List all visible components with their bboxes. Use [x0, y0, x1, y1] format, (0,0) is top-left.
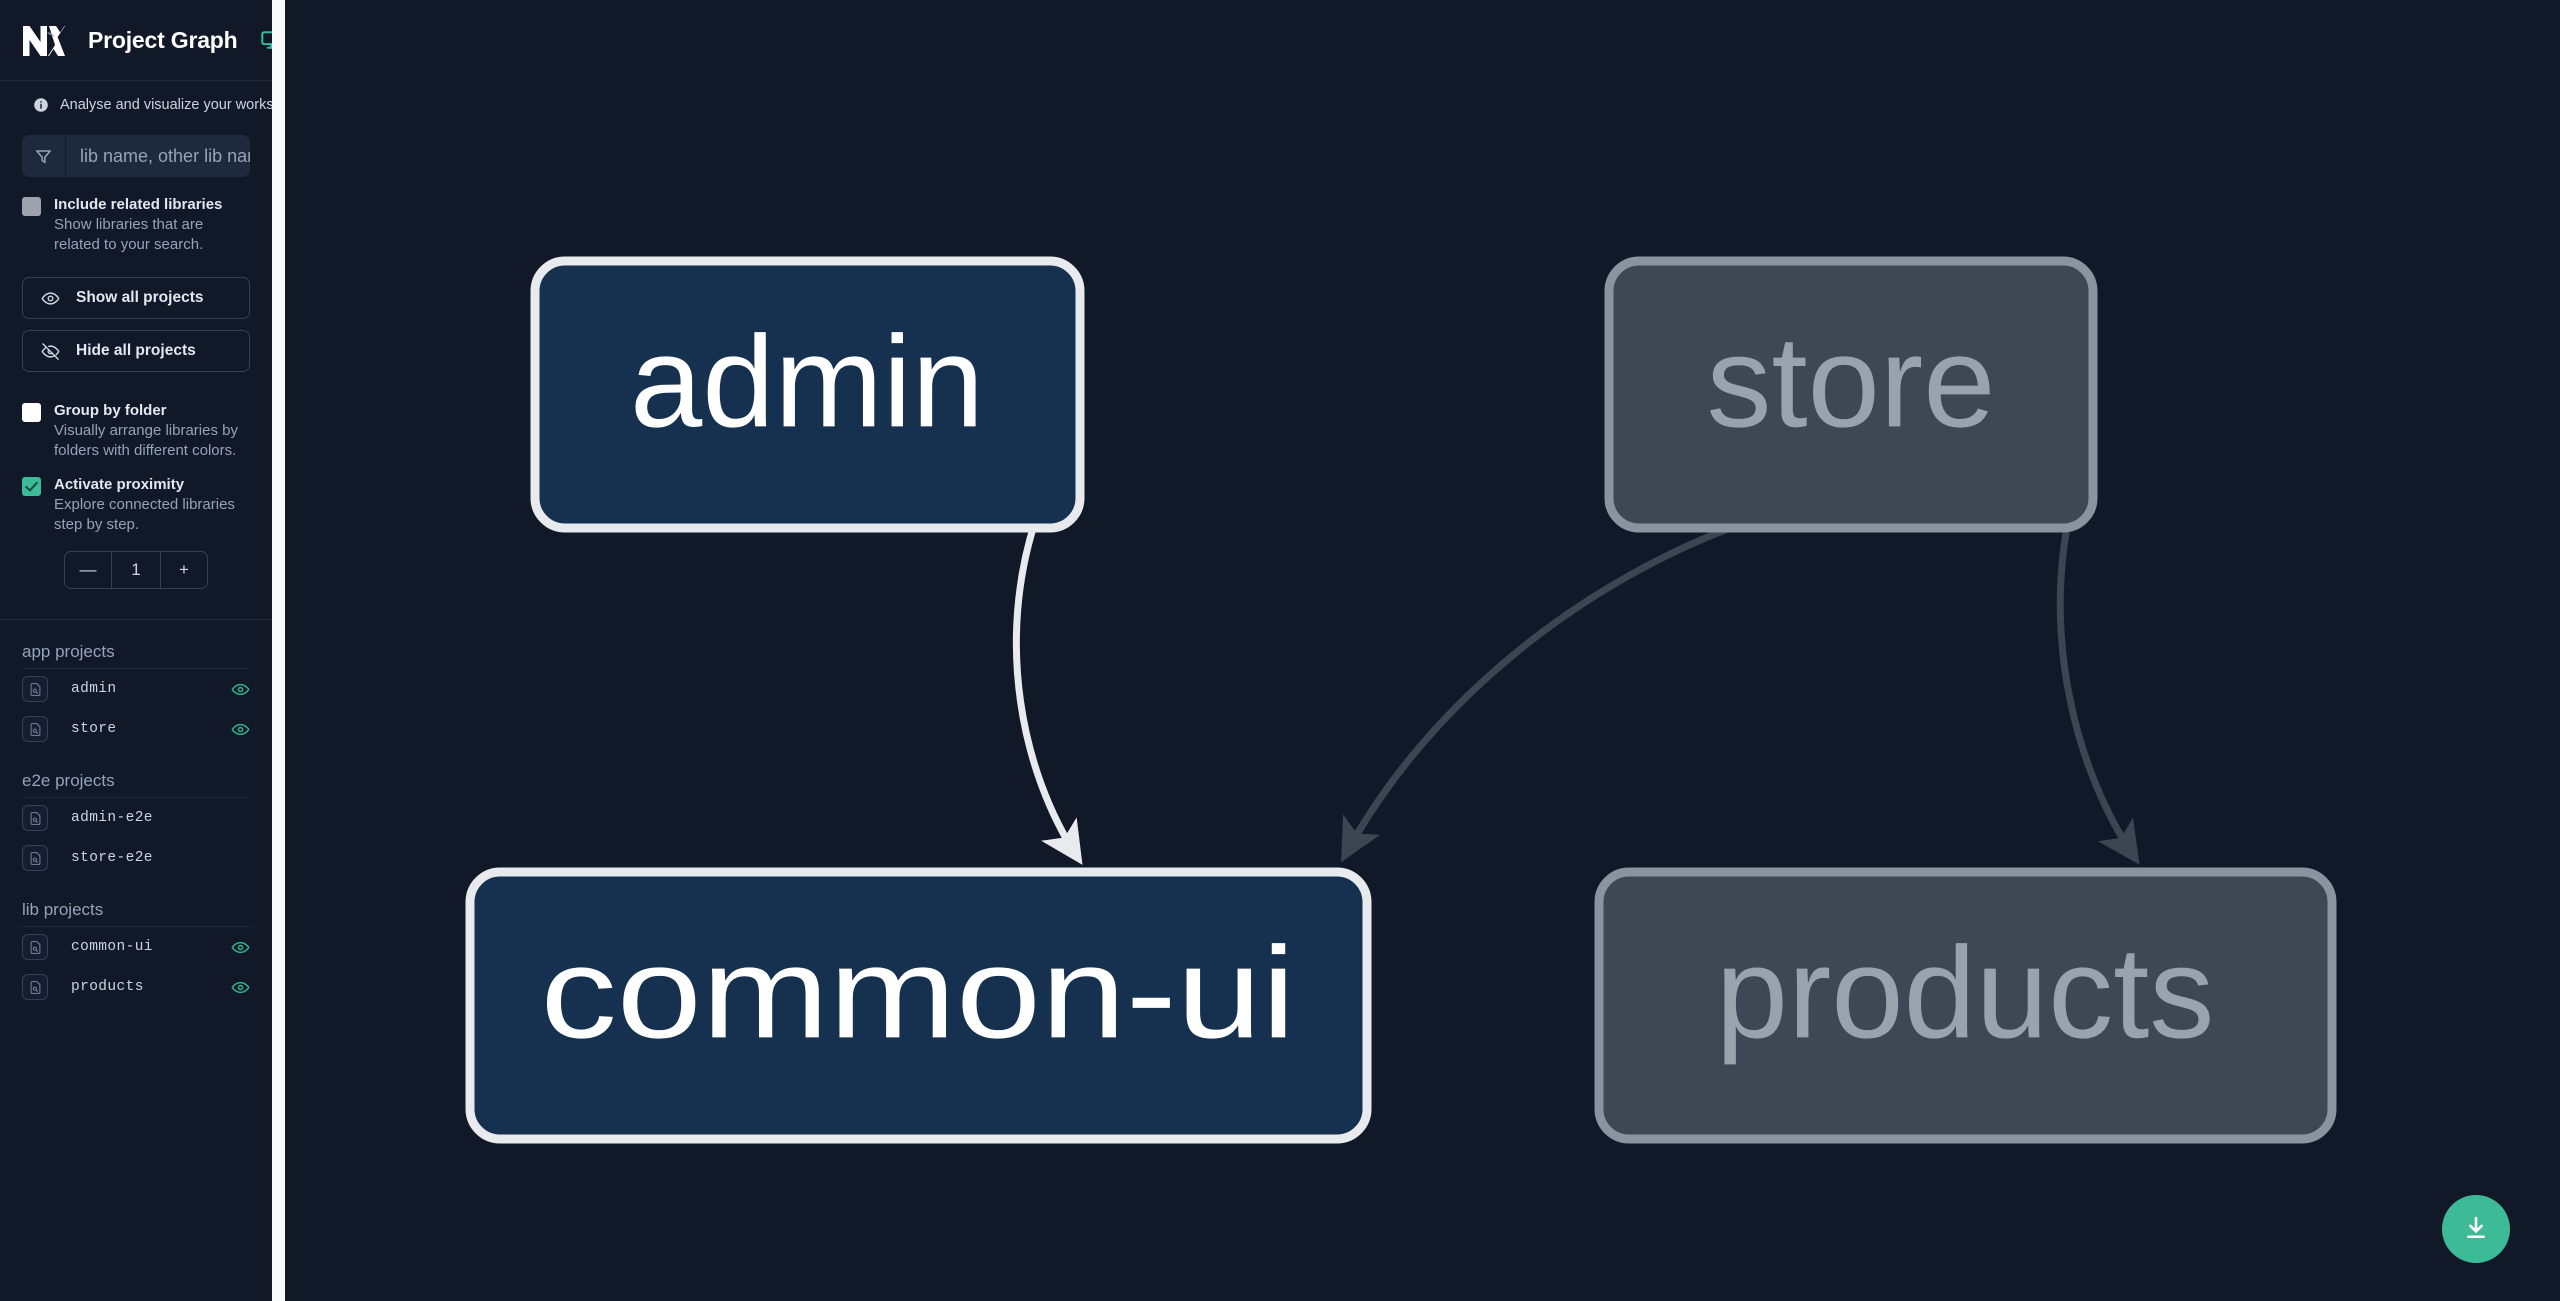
edge-admin-to-common-ui [1012, 520, 1083, 865]
project-file-icon [30, 940, 40, 954]
hide-all-projects-label: Hide all projects [76, 342, 196, 359]
proximity-stepper: — 1 + [64, 551, 208, 589]
include-related-libraries-option[interactable]: Include related libraries Show libraries… [0, 177, 272, 255]
project-visibility-toggle-admin[interactable] [231, 680, 250, 699]
project-visibility-placeholder [231, 849, 250, 868]
activate-proximity-option[interactable]: Activate proximity Explore connected lib… [0, 461, 272, 535]
sidebar-header: Project Graph [0, 0, 272, 81]
project-list-item-products[interactable]: products [22, 967, 250, 1007]
sidebar-divider [0, 619, 272, 620]
project-visibility-toggle-store[interactable] [231, 720, 250, 739]
blurb-text: Analyse and visualize your workspace. [60, 97, 272, 113]
workspace-blurb: Analyse and visualize your workspace. [0, 81, 272, 123]
sidebar-resize-handle[interactable] [272, 0, 285, 1301]
group-by-folder-label: Group by folder [54, 402, 167, 419]
activate-proximity-description: Explore connected libraries step by step… [54, 496, 235, 533]
group-by-folder-option[interactable]: Group by folder Visually arrange librari… [0, 383, 272, 461]
eye-slash-icon [41, 342, 60, 360]
project-groups: app projects admin store e2e projects admin-… [0, 620, 272, 1301]
project-list-item-admin[interactable]: admin [22, 669, 250, 709]
activate-proximity-checkbox[interactable] [22, 477, 41, 496]
edge-store-to-common-ui [1341, 494, 1896, 863]
sidebar-actions: Show all projects Hide all projects [0, 255, 272, 383]
project-list-item-label: store [71, 721, 117, 737]
info-icon [33, 97, 49, 113]
show-all-projects-label: Show all projects [76, 289, 204, 306]
project-list-item-label: admin-e2e [71, 810, 153, 826]
proximity-decrement-button[interactable]: — [65, 552, 111, 588]
project-group-label: e2e projects [22, 771, 250, 798]
project-list-item-common-ui[interactable]: common-ui [22, 927, 250, 967]
include-related-checkbox[interactable] [22, 197, 41, 216]
project-group-label: lib projects [22, 900, 250, 927]
search-box [22, 135, 250, 177]
search-input[interactable] [66, 135, 250, 177]
graph-nodes: admin store common-ui products [465, 256, 2337, 1144]
eye-icon [231, 981, 250, 993]
project-list-item-store-e2e[interactable]: store-e2e [22, 838, 250, 878]
project-visibility-placeholder [231, 809, 250, 828]
graph-node-store-label: store [1706, 308, 1995, 454]
project-list-item-label: common-ui [71, 939, 153, 955]
project-file-icon [30, 851, 40, 865]
project-file-icon [30, 682, 40, 696]
project-list-item-label: products [71, 979, 144, 995]
project-list-item-label: admin [71, 681, 117, 697]
search-container [0, 123, 272, 177]
group-by-folder-checkbox[interactable] [22, 403, 41, 422]
project-file-icon [30, 722, 40, 736]
hide-all-projects-button[interactable]: Hide all projects [22, 330, 250, 372]
download-icon [2462, 1214, 2490, 1245]
group-by-folder-description: Visually arrange libraries by folders wi… [54, 422, 238, 459]
eye-icon [41, 291, 60, 305]
project-list-item-admin-e2e[interactable]: admin-e2e [22, 798, 250, 838]
project-visibility-toggle-products[interactable] [231, 978, 250, 997]
graph-node-common-ui-label: common-ui [541, 919, 1296, 1065]
project-file-icon-wrap [22, 716, 48, 742]
page-title: Project Graph [88, 26, 238, 53]
project-group: app projects admin store [22, 642, 250, 749]
include-related-label: Include related libraries [54, 196, 223, 213]
proximity-stepper-container: — 1 + [0, 535, 272, 589]
graph-edges [1012, 494, 2140, 865]
project-file-icon-wrap [22, 676, 48, 702]
proximity-increment-button[interactable]: + [161, 552, 207, 588]
project-file-icon-wrap [22, 934, 48, 960]
project-group-label: app projects [22, 642, 250, 669]
project-file-icon [30, 811, 40, 825]
project-list-item-store[interactable]: store [22, 709, 250, 749]
filter-icon[interactable] [22, 135, 66, 177]
graph-node-admin[interactable]: admin [530, 256, 1085, 533]
graph-node-admin-label: admin [630, 308, 984, 454]
graph-node-store[interactable]: store [1604, 256, 2098, 533]
graph-node-products-label: products [1716, 919, 2215, 1065]
project-file-icon-wrap [22, 845, 48, 871]
activate-proximity-label: Activate proximity [54, 476, 185, 493]
eye-icon [231, 941, 250, 953]
project-file-icon-wrap [22, 805, 48, 831]
include-related-description: Show libraries that are related to your … [54, 216, 204, 253]
download-button[interactable] [2442, 1195, 2510, 1263]
project-group: e2e projects admin-e2e store-e2e [22, 771, 250, 878]
monitor-icon[interactable] [260, 29, 272, 51]
sidebar: Project Graph Analyse and visualize your… [0, 0, 272, 1301]
show-all-projects-button[interactable]: Show all projects [22, 277, 250, 319]
nx-logo [22, 23, 66, 57]
eye-icon [231, 723, 250, 735]
project-list-item-label: store-e2e [71, 850, 153, 866]
project-file-icon-wrap [22, 974, 48, 1000]
project-group: lib projects common-ui products [22, 900, 250, 1007]
edge-store-to-products [2056, 521, 2140, 865]
graph-canvas[interactable]: admin store common-ui products [285, 0, 2560, 1301]
project-file-icon [30, 980, 40, 994]
project-visibility-toggle-common-ui[interactable] [231, 938, 250, 957]
graph-node-common-ui[interactable]: common-ui [465, 867, 1372, 1144]
eye-icon [231, 683, 250, 695]
graph-node-products[interactable]: products [1594, 867, 2337, 1144]
proximity-value: 1 [111, 552, 161, 588]
